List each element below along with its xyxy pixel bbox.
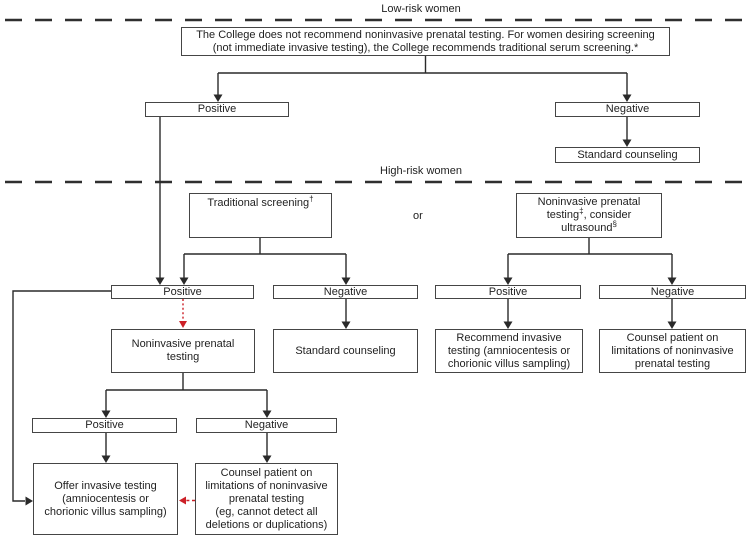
node-college-recommendation: The College does not recommend noninvasi… bbox=[181, 27, 670, 56]
double-dagger-superscript: ‡ bbox=[579, 206, 584, 216]
node-traditional-screening: Traditional screening† bbox=[189, 193, 332, 238]
node-followup-negative: Negative bbox=[196, 418, 337, 433]
node-lowrisk-standard-counseling: Standard counseling bbox=[555, 147, 700, 163]
node-followup-positive: Positive bbox=[32, 418, 177, 433]
low-risk-section-label: Low-risk women bbox=[381, 3, 461, 15]
node-lowrisk-negative: Negative bbox=[555, 102, 700, 117]
high-risk-section-label: High-risk women bbox=[380, 165, 462, 177]
node-counsel-limitations-detail: Counsel patient on limitations of noninv… bbox=[195, 463, 338, 535]
node-highrisk-nipt-positive: Positive bbox=[435, 285, 581, 299]
node-highrisk-trad-positive: Positive bbox=[111, 285, 254, 299]
node-offer-invasive-testing: Offer invasive testing (amniocentesis or… bbox=[33, 463, 178, 535]
node-highrisk-nipt-negative: Negative bbox=[599, 285, 746, 299]
section-sign-superscript: § bbox=[612, 219, 617, 229]
node-recommend-invasive-testing: Recommend invasive testing (amniocentesi… bbox=[435, 329, 583, 373]
or-label: or bbox=[413, 210, 423, 222]
node-counsel-limitations: Counsel patient on limitations of noninv… bbox=[599, 329, 746, 373]
dagger-superscript: † bbox=[309, 194, 314, 204]
node-highrisk-trad-negative: Negative bbox=[273, 285, 418, 299]
node-noninvasive-followup-testing: Noninvasive prenatal testing bbox=[111, 329, 255, 373]
node-lowrisk-positive: Positive bbox=[145, 102, 289, 117]
node-highrisk-standard-counseling: Standard counseling bbox=[273, 329, 418, 373]
